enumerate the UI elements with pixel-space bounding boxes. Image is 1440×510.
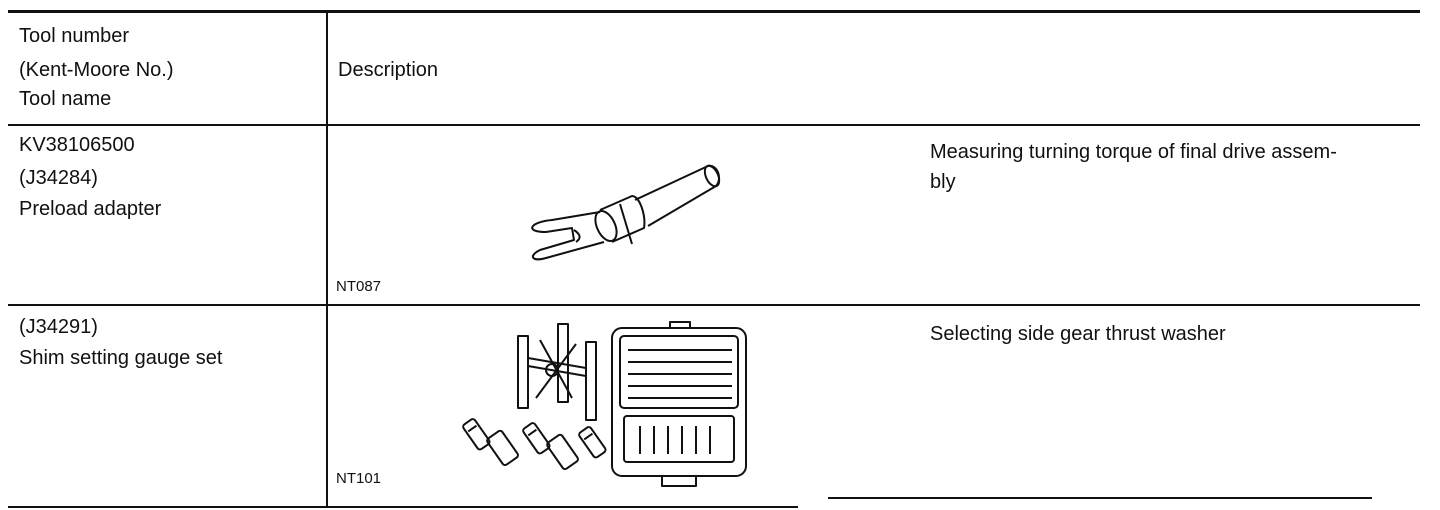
row1-figure-code: NT087 <box>336 278 382 295</box>
table-bottom-rule-left <box>8 506 798 508</box>
row1-description-line2: bly <box>930 171 956 193</box>
row1-tool-number: KV38106500 <box>19 134 135 156</box>
shim-setting-gauge-set-illustration <box>462 321 747 487</box>
row2-description-line1: Selecting side gear thrust washer <box>930 323 1226 345</box>
column-divider <box>326 10 328 508</box>
row1-tool-name: Preload adapter <box>19 198 162 220</box>
row2-kent-moore-no: (J34291) <box>19 316 98 338</box>
row2-figure-code: NT101 <box>336 470 382 487</box>
table-top-rule <box>8 10 1420 13</box>
row1-bottom-rule <box>8 304 1420 306</box>
header-kent-moore: (Kent-Moore No.) <box>19 59 174 81</box>
header-bottom-rule <box>8 124 1420 126</box>
header-tool-name: Tool name <box>19 88 112 110</box>
row2-tool-name: Shim setting gauge set <box>19 347 223 369</box>
row1-kent-moore-no: (J34284) <box>19 167 98 189</box>
row1-description-line1: Measuring turning torque of final drive … <box>930 141 1337 163</box>
header-tool-number: Tool number <box>19 25 130 47</box>
preload-adapter-illustration <box>531 164 721 261</box>
header-description: Description <box>338 59 439 81</box>
table-bottom-rule-right <box>828 497 1372 499</box>
